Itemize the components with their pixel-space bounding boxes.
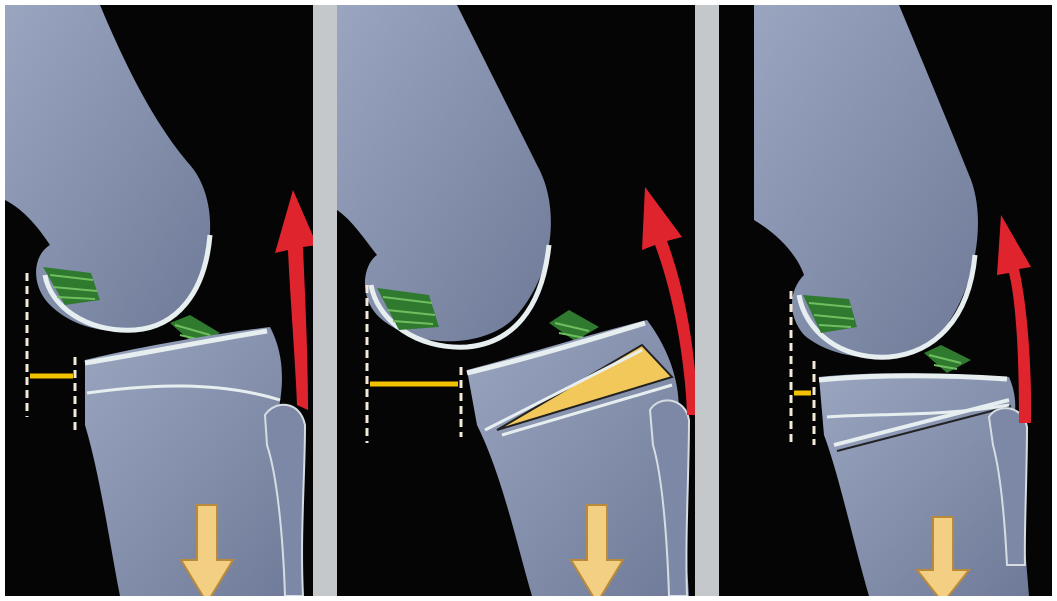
panel-3-illustration xyxy=(719,5,1052,596)
panel-divider-2 xyxy=(695,5,719,596)
panel-2 xyxy=(337,5,695,596)
panel-1 xyxy=(5,5,313,596)
femur xyxy=(337,5,551,341)
panel-3 xyxy=(719,5,1052,596)
panel-1-illustration xyxy=(5,5,313,596)
femur xyxy=(754,5,978,358)
tibia xyxy=(85,327,300,596)
panel-2-illustration xyxy=(337,5,695,596)
panel-divider-1 xyxy=(313,5,337,596)
femur xyxy=(5,5,210,331)
